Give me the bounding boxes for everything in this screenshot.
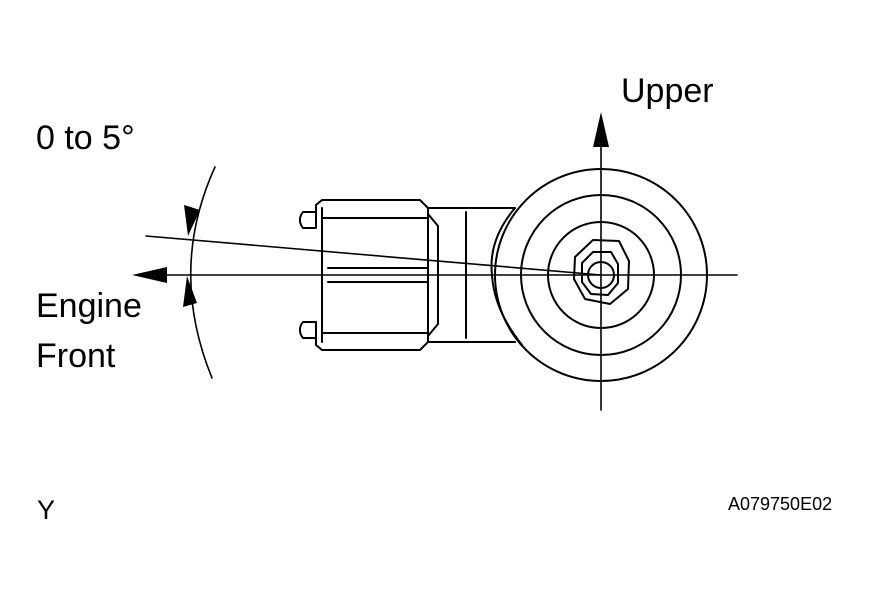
angle-upper-arrowhead-icon (184, 205, 200, 236)
engine-label: Engine (36, 287, 142, 325)
figure-code: A079750E02 (728, 494, 833, 514)
view-label: Y (37, 495, 56, 525)
angle-lower-arrowhead-icon (183, 276, 197, 307)
reference-axes (145, 134, 738, 411)
engine-front-arrow-icon (132, 267, 167, 283)
upper-arrow-icon (593, 112, 609, 147)
front-label: Front (36, 337, 116, 375)
angle-label: 0 to 5° (36, 119, 135, 157)
upper-label: Upper (621, 72, 714, 110)
angle-arc (189, 166, 216, 379)
